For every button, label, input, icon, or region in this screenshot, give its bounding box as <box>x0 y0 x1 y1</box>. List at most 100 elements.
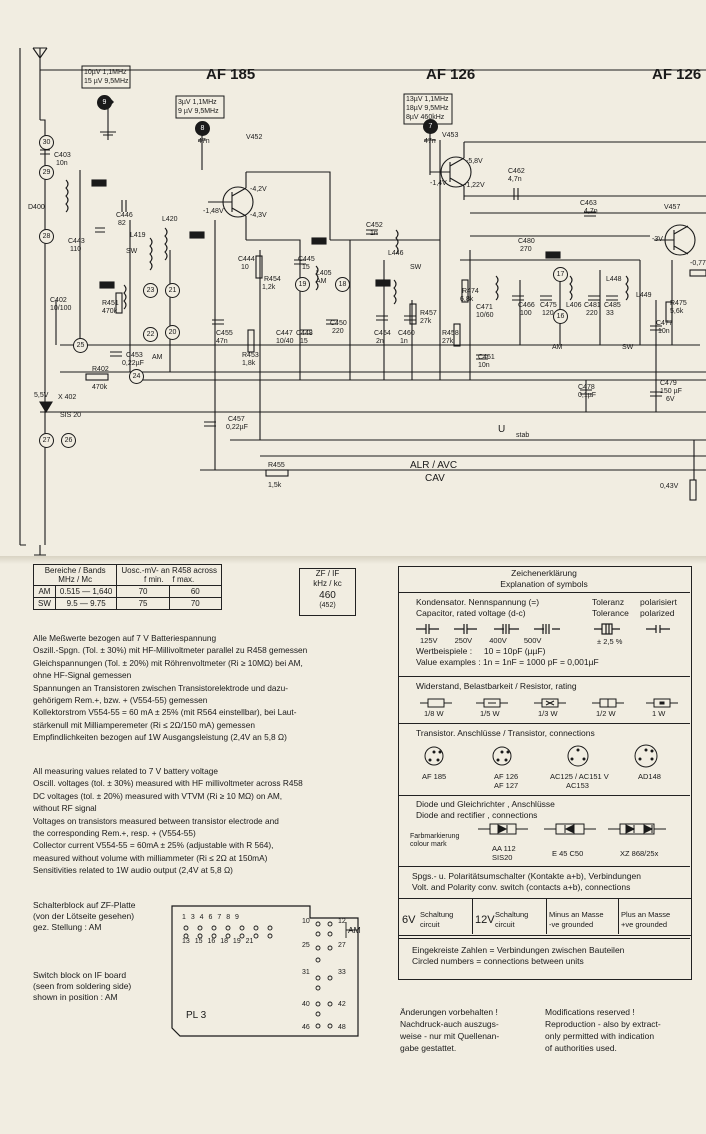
switch-top-numbers: 1 3 4 6 7 8 9 <box>182 914 239 921</box>
connection-number: 18 <box>335 277 350 292</box>
connection-number: 29 <box>39 165 54 180</box>
component-label: 120 <box>542 310 554 317</box>
component-label: C475 <box>540 302 557 309</box>
component-label: 33 <box>606 310 614 317</box>
component-label: 150 µF <box>660 388 682 395</box>
switch-bottom-numbers: 13 15 16 18 19 21 <box>182 938 254 945</box>
component-label: SIS 20 <box>60 412 82 419</box>
component-label: D400 <box>28 204 45 211</box>
component-label: C402 <box>50 297 67 304</box>
component-label: 10n <box>478 362 490 369</box>
component-label: R474 <box>462 288 479 295</box>
component-label: V452 <box>246 134 263 141</box>
component-label: C462 <box>508 168 525 175</box>
capacitor-legend: Kondensator. Nennspannung (=)Capacitor, … <box>416 597 540 618</box>
value-examples: Wertbeispiele : 10 = 10pF (µµF) Value ex… <box>416 646 599 667</box>
component-label: L406 <box>566 302 582 309</box>
component-label: -1,4V <box>430 180 447 187</box>
component-label: 10 <box>241 264 249 271</box>
component-label: 1,8k <box>242 360 256 367</box>
component-label: V453 <box>442 132 459 139</box>
capacitor-symbols <box>416 623 670 635</box>
component-label: C477 <box>656 320 673 327</box>
component-label: SW <box>622 344 634 351</box>
component-label: C446 <box>116 212 133 219</box>
component-label: 0,1µF <box>578 392 597 399</box>
label-6v: 6V <box>402 914 416 926</box>
component-label: L419 <box>130 232 146 239</box>
component-label: 220 <box>332 328 344 335</box>
transistor-pinouts <box>424 744 658 768</box>
component-label: 1,5k <box>268 482 282 489</box>
connection-number: 24 <box>129 369 144 384</box>
component-label: C443 <box>68 238 85 245</box>
component-label: C485 <box>604 302 621 309</box>
component-label: -1,48V <box>203 208 224 215</box>
connection-number: 19 <box>295 277 310 292</box>
component-label: 10/40 <box>276 338 294 345</box>
switch-am: AM <box>348 925 361 935</box>
component-label: 270 <box>520 246 532 253</box>
switch-contact-number: 40 <box>302 1001 310 1008</box>
notes-german: Alle Meßwerte bezogen auf 7 V Batteriesp… <box>33 633 308 743</box>
switch-block-en: Switch block on IF board(seen from solde… <box>33 970 132 1002</box>
component-label: -1,22V <box>464 182 485 189</box>
component-label: AM <box>152 354 163 361</box>
component-label: C461 <box>478 354 495 361</box>
polarity-grid <box>398 898 692 936</box>
component-label: AM <box>552 344 563 351</box>
component-label: L420 <box>162 216 178 223</box>
component-label: C452 <box>366 222 383 229</box>
component-label: C478 <box>578 384 595 391</box>
component-label: C454 <box>374 330 391 337</box>
connection-number: 27 <box>39 433 54 448</box>
notes-english: All measuring values related to 7 V batt… <box>33 766 303 876</box>
switch-block-de: Schalterblock auf ZF-Platte(von der Löts… <box>33 900 136 932</box>
component-label: R457 <box>420 310 437 317</box>
component-label: C450 <box>330 320 347 327</box>
component-label: 15 <box>300 338 308 345</box>
component-label: 47n <box>216 338 228 345</box>
polarity-switch-legend: Spgs.- u. Polaritätsumschalter (Kontakte… <box>412 871 641 892</box>
component-label: X 402 <box>58 394 77 401</box>
component-label: 1n <box>370 230 378 237</box>
heading-af185: AF 185 <box>206 66 256 83</box>
component-label: -0,77V <box>690 260 706 267</box>
component-label: L405 <box>316 270 332 277</box>
component-label: C463 <box>580 200 597 207</box>
component-label: C479 <box>660 380 677 387</box>
component-label: C403 <box>54 152 71 159</box>
switch-contact-number: 48 <box>338 1024 346 1031</box>
label-plus-ground: Plus an Masse+ve grounded <box>621 910 671 929</box>
component-label: 10n <box>56 160 68 167</box>
component-label: 470k <box>92 384 108 391</box>
label-12v: 12V <box>475 914 495 926</box>
capacitor-voltages: 125V 250V 400V 500V <box>420 636 542 645</box>
component-label: C444 <box>238 256 255 263</box>
connection-number: 16 <box>553 309 568 324</box>
component-label: 0,43V <box>660 483 679 490</box>
heading-af126-a: AF 126 <box>426 66 476 83</box>
component-label: C447 <box>276 330 293 337</box>
legend-box <box>398 566 692 980</box>
component-label: 27k <box>442 338 454 345</box>
component-label: SW <box>126 248 138 255</box>
resistor-symbols <box>420 698 678 708</box>
tolerance-value: ± 2,5 % <box>597 637 623 646</box>
switch-contact-number: 42 <box>338 1001 346 1008</box>
component-label: V457 <box>664 204 681 211</box>
switch-contact-number: 25 <box>302 942 310 949</box>
component-label: R475 <box>670 300 687 307</box>
component-label: 5,6k <box>670 308 684 315</box>
component-label: 4,7n <box>584 208 598 215</box>
switch-contact-number: 31 <box>302 969 310 976</box>
circled-numbers-note: Eingekreiste Zahlen = Verbindungen zwisc… <box>412 945 625 966</box>
